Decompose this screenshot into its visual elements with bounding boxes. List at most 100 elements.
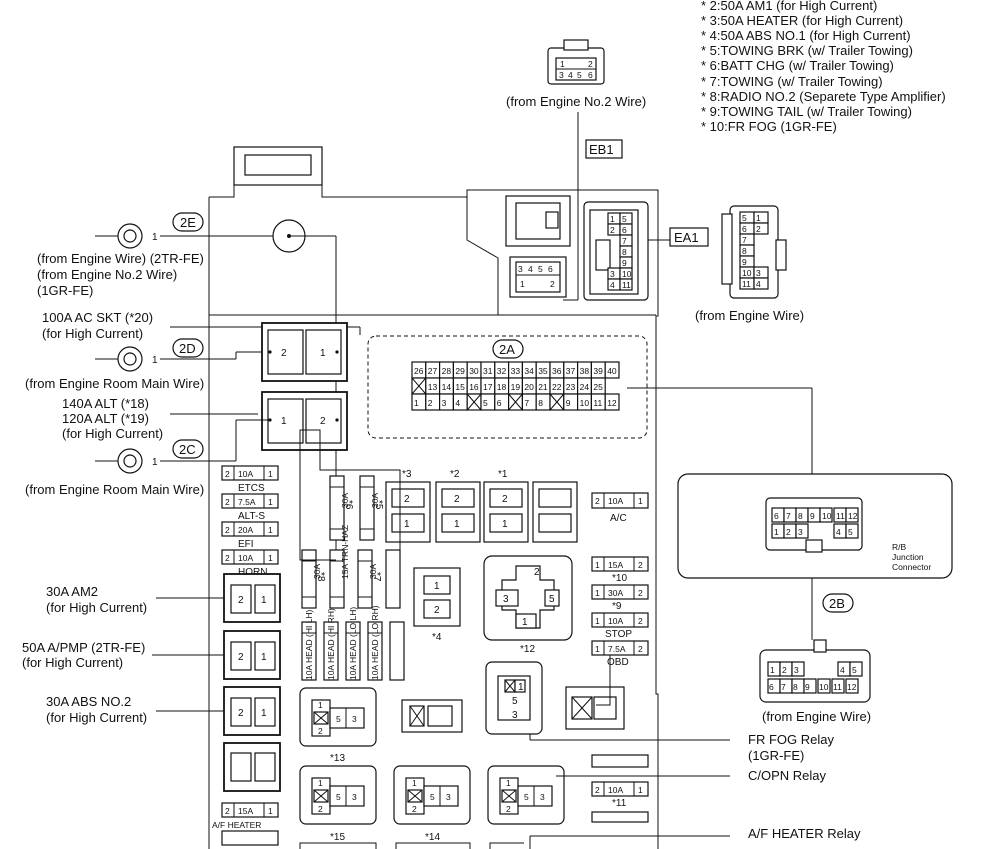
- rb-pin: 12: [848, 511, 858, 521]
- svg-text:1: 1: [595, 560, 600, 570]
- mark-2: *2: [450, 469, 460, 480]
- copn-label: C/OPN Relay: [748, 768, 827, 783]
- rb-pin: 3: [798, 527, 803, 537]
- alt-label-1: 140A ALT (*18): [62, 396, 149, 411]
- svg-text:6: 6: [548, 264, 553, 274]
- ea1-ext-pin: 11: [742, 279, 751, 289]
- c2b-pin: 11: [833, 682, 842, 692]
- mark-9: *9: [612, 601, 622, 612]
- relay-small-fog: [565, 686, 625, 730]
- svg-text:5: 5: [512, 696, 518, 707]
- c2a-pin: 7: [524, 398, 529, 408]
- svg-text:5: 5: [538, 264, 543, 274]
- mark-3: *3: [402, 469, 412, 480]
- label-2e: 2E: [180, 215, 196, 230]
- mark-15: *15: [330, 832, 345, 843]
- svg-text:1: 1: [268, 525, 273, 535]
- svg-text:1: 1: [281, 416, 287, 427]
- footnote-list: * 2:50A AM1 (for High Current) * 3:50A H…: [701, 0, 946, 134]
- vfuse-amp: 15A TRN-HAZ: [340, 525, 350, 579]
- c2a-pin: 5: [483, 398, 488, 408]
- mark-8: *8: [315, 572, 326, 582]
- stop-label: STOP: [605, 629, 632, 640]
- c2a-pin: 13: [428, 382, 438, 392]
- label-2b: 2B: [829, 596, 845, 611]
- c2a-pin: 29: [455, 366, 465, 376]
- c2a-pin: 36: [552, 366, 562, 376]
- relay-12: 3 5 1 2: [483, 555, 573, 641]
- svg-text:2: 2: [638, 588, 643, 598]
- fuse-amp: 15A: [608, 560, 623, 570]
- c2a-pin: 17: [483, 382, 493, 392]
- c2a-pin: 22: [552, 382, 562, 392]
- ac-label: A/C: [610, 513, 627, 524]
- note-2: * 2:50A AM1 (for High Current): [701, 0, 877, 13]
- fuse-amp: 10A: [238, 553, 253, 563]
- svg-text:1: 1: [261, 708, 267, 719]
- c2a-pin: 3: [442, 398, 447, 408]
- relay-15: 1 2 5 3: [299, 765, 377, 825]
- relay-fr-fog: 1 5 3: [485, 661, 543, 735]
- ea1-ext-pin: 4: [756, 279, 761, 289]
- vfuse-amp: 30A: [370, 493, 380, 508]
- fuse-amp: 30A: [608, 588, 623, 598]
- apmp-label-1: 50A A/PMP (2TR-FE): [22, 640, 145, 655]
- erm-2c-label: (from Engine Room Main Wire): [25, 482, 204, 497]
- note-6: * 6:BATT CHG (w/ Trailer Towing): [701, 58, 894, 73]
- svg-text:2: 2: [320, 416, 326, 427]
- svg-text:2: 2: [281, 348, 287, 359]
- afheater-relay-label: A/F HEATER Relay: [748, 826, 861, 841]
- ring-terminal-2c: [95, 448, 143, 474]
- rb-pin: 5: [848, 527, 853, 537]
- eb1-tag: [585, 139, 623, 159]
- head-fuse: 10A HEAD (LO RH): [370, 605, 380, 680]
- svg-text:1: 1: [520, 279, 525, 289]
- c2b-pin: 1: [770, 665, 775, 675]
- erm-2d-label: (from Engine Room Main Wire): [25, 376, 204, 391]
- fuse-name: ETCS: [238, 483, 265, 494]
- note-5: * 5:TOWING BRK (w/ Trailer Towing): [701, 43, 913, 58]
- ea1-pin: 3: [610, 269, 615, 279]
- c2a-pin: 15: [455, 382, 465, 392]
- ring-terminal-2d: [95, 346, 143, 372]
- svg-text:2: 2: [595, 785, 600, 795]
- svg-text:1: 1: [152, 355, 158, 366]
- note-10: * 10:FR FOG (1GR-FE): [701, 119, 837, 134]
- svg-text:2: 2: [638, 644, 643, 654]
- head-fuse: 10A HEAD (HI LH): [304, 609, 314, 680]
- svg-text:3: 3: [540, 792, 545, 802]
- ea1-pin: 9: [622, 258, 627, 268]
- svg-text:2: 2: [534, 567, 540, 578]
- c2a-pin: 33: [511, 366, 521, 376]
- relay-4: 1 2: [413, 567, 461, 627]
- rb-pin: 1: [774, 527, 779, 537]
- label-2c: 2C: [179, 442, 196, 457]
- relay-block-outline: [208, 146, 659, 849]
- svg-text:3: 3: [446, 792, 451, 802]
- eb1-label: EB1: [589, 142, 614, 157]
- head-fuse: 10A HEAD (HI RH): [326, 608, 336, 680]
- note-7: * 7:TOWING (w/ Trailer Towing): [701, 74, 883, 89]
- from-engine-wire-2b: (from Engine Wire): [762, 709, 871, 724]
- ea1-pin: 6: [622, 225, 627, 235]
- svg-text:1: 1: [638, 496, 643, 506]
- rb-pin: 9: [810, 511, 815, 521]
- c2a-pin: 4: [455, 398, 460, 408]
- e2-label-1: (from Engine Wire) (2TR-FE): [37, 251, 204, 266]
- c2b-pin: 4: [840, 665, 845, 675]
- c2b-pin: 3: [794, 665, 799, 675]
- head-fuse: 10A HEAD (LO LH): [348, 607, 358, 680]
- fuse-ac-skt: 2 1: [261, 322, 348, 382]
- svg-text:2: 2: [318, 804, 323, 814]
- fuse-amp: 7.5A: [608, 644, 626, 654]
- mark-12: *12: [520, 644, 535, 655]
- ea1-pin: 11: [622, 280, 631, 290]
- svg-text:3: 3: [503, 594, 509, 605]
- fuse-name: ALT-S: [238, 511, 265, 522]
- ring-terminal-2e: [95, 223, 143, 249]
- c2a-pin: 16: [469, 382, 479, 392]
